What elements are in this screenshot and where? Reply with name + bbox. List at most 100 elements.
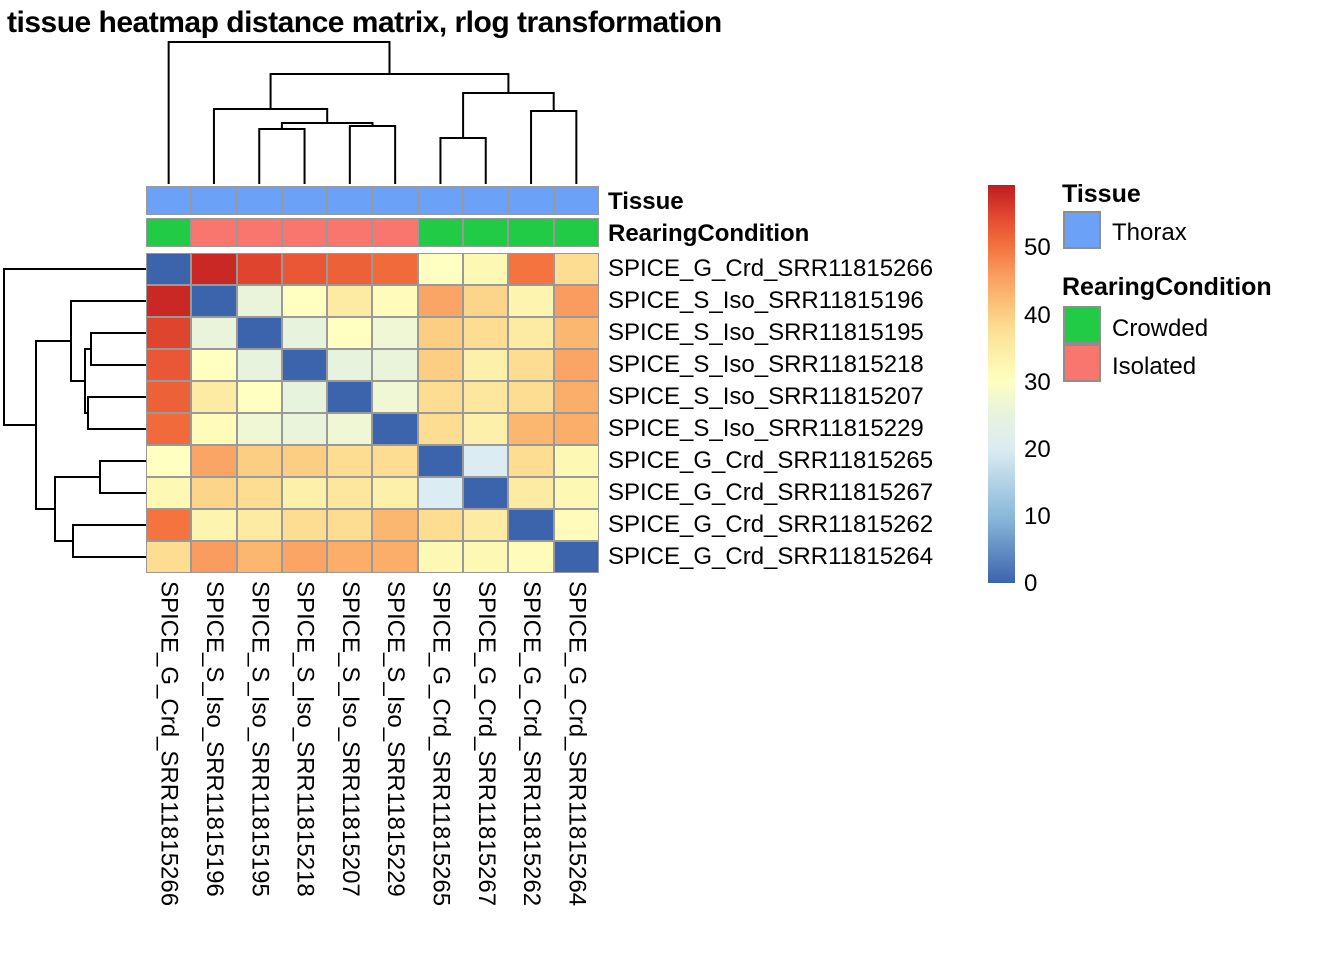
tissue-annotation-cell bbox=[553, 186, 599, 215]
figure-title: tissue heatmap distance matrix, rlog tra… bbox=[7, 6, 722, 39]
heatmap-cell bbox=[191, 477, 237, 509]
heatmap-cell bbox=[553, 445, 599, 477]
heatmap-cell bbox=[417, 413, 464, 445]
tissue-annotation-cell bbox=[191, 186, 237, 215]
colorbar bbox=[988, 185, 1015, 583]
heatmap-cell bbox=[463, 253, 509, 285]
rearing-annotation-cell bbox=[146, 218, 192, 247]
colorbar-tick-label: 10 bbox=[1024, 502, 1051, 530]
legend-thorax-swatch bbox=[1063, 211, 1101, 249]
heatmap-cell bbox=[327, 509, 373, 541]
tissue-annotation-cell bbox=[372, 186, 418, 215]
heatmap-cell bbox=[553, 509, 599, 541]
heatmap-cell bbox=[327, 285, 373, 317]
row-label: SPICE_S_Iso_SRR11815196 bbox=[608, 287, 924, 314]
heatmap-cell bbox=[508, 477, 554, 509]
heatmap-cell bbox=[417, 381, 464, 413]
heatmap-cell bbox=[191, 381, 237, 413]
column-label: SPICE_S_Iso_SRR11815196 bbox=[200, 581, 228, 897]
heatmap-cell bbox=[146, 381, 192, 413]
dendrogram-link bbox=[90, 332, 146, 366]
heatmap-cell bbox=[553, 477, 599, 509]
heatmap-cell bbox=[372, 285, 418, 317]
heatmap-cell bbox=[281, 509, 328, 541]
tissue-track-label: Tissue bbox=[608, 188, 684, 215]
legend-crowded-swatch bbox=[1063, 306, 1101, 344]
heatmap-cell bbox=[146, 413, 192, 445]
column-label: SPICE_G_Crd_SRR11815265 bbox=[427, 581, 455, 907]
dendrogram-link bbox=[84, 348, 91, 414]
colorbar-tick-label: 0 bbox=[1024, 570, 1038, 597]
heatmap-cell bbox=[553, 285, 599, 317]
heatmap-cell bbox=[372, 509, 418, 541]
heatmap-cell bbox=[191, 285, 237, 317]
dendrogram-link bbox=[70, 300, 146, 382]
rearing-annotation-cell bbox=[417, 218, 464, 247]
colorbar-tick-label: 30 bbox=[1024, 368, 1051, 396]
heatmap-cell bbox=[463, 349, 509, 381]
heatmap-cell bbox=[236, 381, 282, 413]
heatmap-cell bbox=[191, 541, 237, 573]
heatmap-cell bbox=[553, 413, 599, 445]
heatmap-cell bbox=[372, 541, 418, 573]
heatmap-cell bbox=[146, 253, 192, 285]
row-label: SPICE_G_Crd_SRR11815262 bbox=[608, 511, 934, 538]
legend-crowded-label: Crowded bbox=[1112, 315, 1209, 342]
heatmap-cell bbox=[236, 413, 282, 445]
heatmap-cell bbox=[508, 285, 554, 317]
heatmap-cell bbox=[191, 349, 237, 381]
column-label: SPICE_S_Iso_SRR11815207 bbox=[336, 581, 364, 897]
rearing-annotation-cell bbox=[327, 218, 373, 247]
tissue-annotation-cell bbox=[508, 186, 554, 215]
heatmap-cell bbox=[553, 253, 599, 285]
heatmap-cell bbox=[327, 541, 373, 573]
row-label: SPICE_G_Crd_SRR11815266 bbox=[608, 255, 934, 282]
heatmap-cell bbox=[463, 445, 509, 477]
heatmap-cell bbox=[146, 477, 192, 509]
heatmap-cell bbox=[508, 381, 554, 413]
heatmap-cell bbox=[372, 317, 418, 349]
dendrogram-link bbox=[280, 122, 374, 129]
heatmap-cell bbox=[463, 285, 509, 317]
colorbar-tick-label: 40 bbox=[1024, 301, 1051, 329]
heatmap-cell bbox=[508, 349, 554, 381]
column-label: SPICE_S_Iso_SRR11815195 bbox=[246, 581, 274, 897]
colorbar-tick-label: 20 bbox=[1024, 435, 1051, 463]
column-label: SPICE_G_Crd_SRR11815266 bbox=[155, 581, 183, 907]
heatmap-cell bbox=[281, 349, 328, 381]
row-label: SPICE_S_Iso_SRR11815218 bbox=[608, 351, 924, 378]
heatmap-cell bbox=[236, 445, 282, 477]
heatmap-cell bbox=[191, 317, 237, 349]
dendrogram-link bbox=[167, 41, 391, 184]
rearing-annotation-cell bbox=[553, 218, 599, 247]
heatmap-cell bbox=[508, 253, 554, 285]
heatmap-cell bbox=[327, 381, 373, 413]
rearing-annotation-cell bbox=[236, 218, 282, 247]
heatmap-cell bbox=[327, 445, 373, 477]
heatmap-cell bbox=[281, 541, 328, 573]
heatmap-cell bbox=[236, 509, 282, 541]
row-label: SPICE_S_Iso_SRR11815207 bbox=[608, 383, 924, 410]
heatmap-cell bbox=[508, 445, 554, 477]
legend-tissue-title: Tissue bbox=[1062, 180, 1141, 208]
column-label: SPICE_G_Crd_SRR11815267 bbox=[472, 581, 500, 907]
dendrogram-link bbox=[530, 110, 578, 184]
heatmap-cell bbox=[372, 413, 418, 445]
heatmap-cell bbox=[327, 413, 373, 445]
dendrogram-link bbox=[99, 460, 146, 494]
tissue-annotation-cell bbox=[146, 186, 192, 215]
heatmap-cell bbox=[372, 253, 418, 285]
dendrogram-link bbox=[35, 340, 71, 510]
dendrogram-link bbox=[258, 128, 306, 184]
heatmap-grid bbox=[146, 253, 599, 573]
dendrogram-link bbox=[54, 476, 100, 542]
heatmap-cell bbox=[508, 541, 554, 573]
row-label: SPICE_S_Iso_SRR11815229 bbox=[608, 415, 924, 442]
rearing-annotation-bar bbox=[146, 218, 599, 247]
heatmap-cell bbox=[463, 381, 509, 413]
heatmap-cell bbox=[463, 413, 509, 445]
heatmap-cell bbox=[463, 541, 509, 573]
tissue-annotation-cell bbox=[236, 186, 282, 215]
legend-thorax-label: Thorax bbox=[1112, 219, 1187, 246]
heatmap-cell bbox=[372, 381, 418, 413]
